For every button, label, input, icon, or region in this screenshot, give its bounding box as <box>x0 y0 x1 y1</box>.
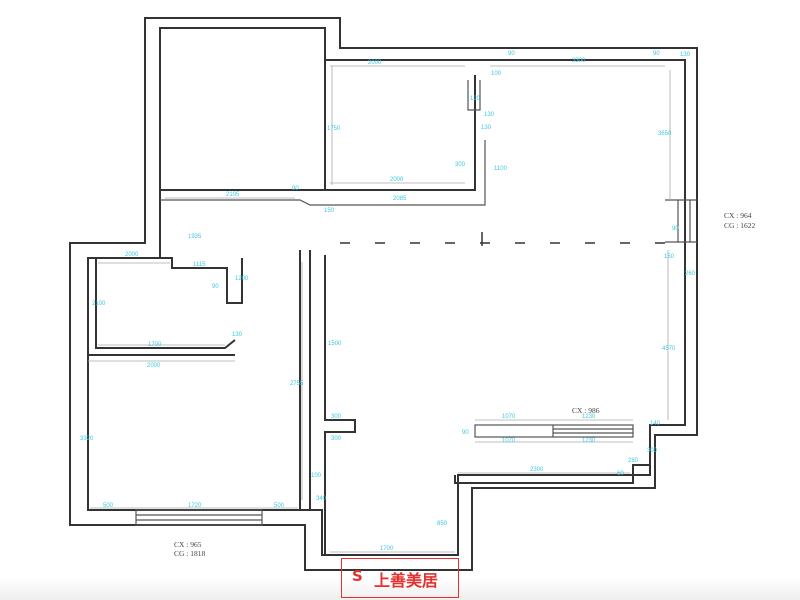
dim-label: 1700 <box>380 546 394 552</box>
dim-label: 130 <box>481 125 492 131</box>
wall-step <box>454 464 650 484</box>
dim-label: 1230 <box>582 414 596 420</box>
dim-label: 2085 <box>393 196 407 202</box>
dim-label: 2000 <box>368 60 382 66</box>
dimension-lines <box>88 65 671 553</box>
dim-label: 4570 <box>662 346 676 352</box>
dim-label: 1700 <box>148 342 162 348</box>
dim-label: 60 <box>617 471 624 477</box>
dim-label: 280 <box>628 458 639 464</box>
room-annotation-cg: CG : 1622 <box>724 221 756 230</box>
dim-label: 130 <box>232 332 243 338</box>
dim-label: 500 <box>274 503 285 509</box>
dim-label: 130 <box>484 112 495 118</box>
window-bedroom <box>135 509 263 526</box>
logo-text: 上善美居 <box>374 571 439 590</box>
dim-label: 150 <box>664 254 675 260</box>
room-annotation-cg: CG : 1818 <box>174 549 206 558</box>
dim-label: 2300 <box>530 467 544 473</box>
room-annotation-cx: CX : 965 <box>174 540 202 549</box>
dim-label: 90 <box>462 430 469 436</box>
dim-label: 300 <box>331 436 342 442</box>
dim-label: 1500 <box>328 341 342 347</box>
wall-mid-room <box>324 60 476 191</box>
room-top-left <box>159 27 326 191</box>
dim-label: 300 <box>455 162 466 168</box>
dim-label: 90 <box>212 284 219 290</box>
dim-label: 3650 <box>658 131 672 137</box>
dim-label: 120 <box>470 96 481 102</box>
logo: S 上善美居 <box>341 558 459 598</box>
wall-bathroom-lower <box>95 258 236 349</box>
dim-label: 100 <box>311 473 322 479</box>
dim-label: 90 <box>653 51 660 57</box>
dim-label: 300 <box>331 414 342 420</box>
dim-label: 1935 <box>188 234 202 240</box>
dim-label: 1070 <box>502 414 516 420</box>
dim-label: 3300 <box>572 58 586 64</box>
outer-wall-inner <box>87 27 686 556</box>
dim-label: 2000 <box>147 363 161 369</box>
wall-corridor <box>324 255 356 555</box>
dim-label: 1230 <box>582 438 596 444</box>
wall-bedroom <box>87 250 301 511</box>
dim-label: 150 <box>324 208 335 214</box>
dim-label: 130 <box>680 52 691 58</box>
bottom-fade <box>0 578 800 600</box>
window-bottom <box>474 424 634 438</box>
dim-label: 90 <box>508 51 515 57</box>
dim-label: 100 <box>491 71 502 77</box>
dim-label: 2755 <box>290 381 304 387</box>
dimension-labels: 2000 3300 90 90 130 120 100 130 130 300 … <box>80 51 696 552</box>
dim-label: 1070 <box>502 438 516 444</box>
window-annotation-cx: CX : 986 <box>572 406 600 415</box>
dim-label: 2000 <box>390 177 404 183</box>
dim-label: 3320 <box>80 436 94 442</box>
dim-label: 140 <box>650 421 661 427</box>
dim-label: 1720 <box>188 503 202 509</box>
wall-bathroom <box>96 257 243 304</box>
dim-label: 500 <box>103 503 114 509</box>
dim-label: 300 <box>647 448 658 454</box>
dim-label: 260 <box>685 271 696 277</box>
dim-label: 1100 <box>494 166 508 172</box>
window-right <box>665 199 697 243</box>
dim-label: 90 <box>292 186 299 192</box>
outer-wall <box>69 17 698 571</box>
dim-label: 2105 <box>226 192 240 198</box>
dim-label: 1200 <box>235 276 249 282</box>
dim-label: 2100 <box>92 301 106 307</box>
dim-label: 90 <box>672 226 679 232</box>
niche-top <box>467 80 481 111</box>
dim-label: 1115 <box>193 262 206 268</box>
dim-label: 340 <box>316 496 327 502</box>
dim-label: 1750 <box>327 126 341 132</box>
wall-corridor-top <box>160 140 486 206</box>
logo-mark-icon: S <box>352 567 363 585</box>
dim-label: 850 <box>437 521 448 527</box>
room-annotation-cx: CX : 964 <box>724 211 752 220</box>
dim-label: 2000 <box>125 252 139 258</box>
